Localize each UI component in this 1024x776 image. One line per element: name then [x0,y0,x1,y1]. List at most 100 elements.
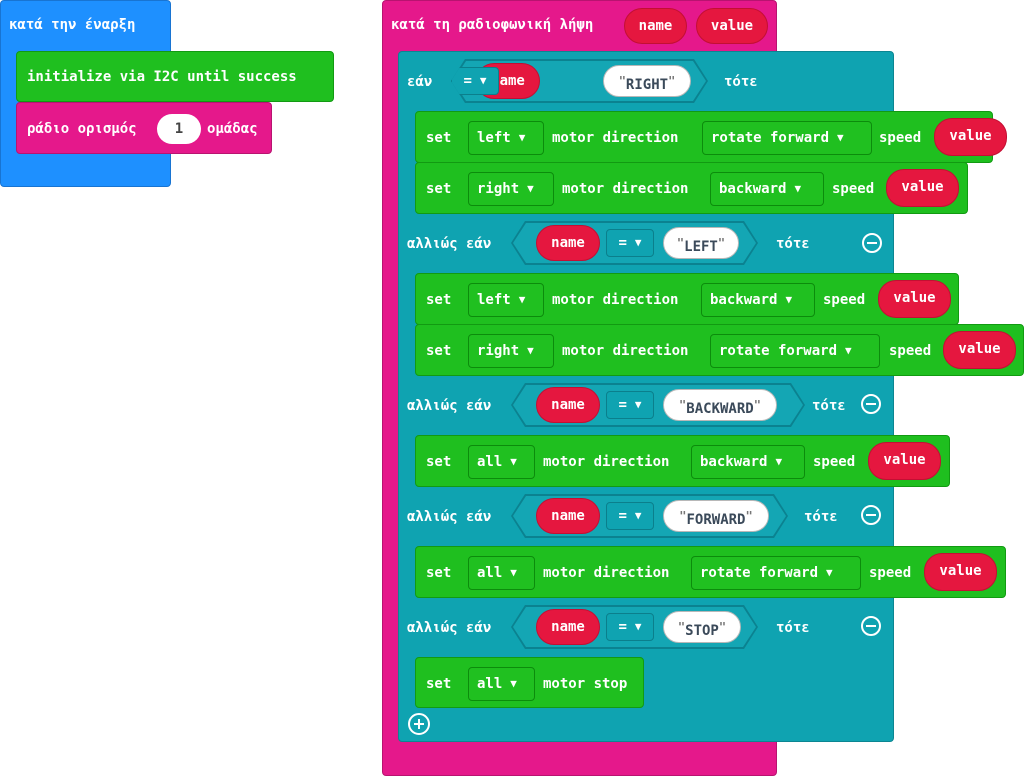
caret-down-icon: ▼ [510,455,517,468]
else-if-label: αλλιώς εάν [407,509,492,525]
motor-dropdown[interactable]: right ▼ [468,172,554,206]
set-label: set [426,292,452,308]
string-literal-backward[interactable]: "BACKWARD" [663,389,777,421]
motor-dropdown[interactable]: all▼ [468,556,535,590]
direction-dropdown[interactable]: backward▼ [691,445,805,479]
caret-down-icon: ▼ [634,236,642,249]
name-variable-pill[interactable]: name [536,225,600,261]
add-branch-icon[interactable] [408,713,430,735]
set-motor-block-1[interactable]: set left▼ motor direction rotate forward… [415,111,1007,163]
motor-direction-label: motor direction [543,454,670,470]
motor-dropdown[interactable]: all ▼ [468,667,535,701]
direction-dropdown[interactable]: rotate forward▼ [691,556,861,590]
equals-label: = [618,508,627,524]
value-variable-pill[interactable]: value [886,169,959,207]
remove-branch-icon[interactable] [861,394,881,414]
open-quote: " [677,620,686,634]
string-literal-right[interactable]: "RIGHT" [603,65,691,97]
equals-label: = [618,397,627,413]
condition-text: FORWARD [686,512,746,528]
caret-down-icon: ▼ [510,677,517,690]
caret-down-icon: ▼ [479,74,487,87]
value-variable-pill[interactable]: value [878,280,951,318]
set-motor-block-6[interactable]: set all▼ motor direction rotate forward▼… [415,546,1006,598]
set-motor-block-4[interactable]: set right▼ motor direction rotate forwar… [415,324,1024,376]
direction-dropdown[interactable]: rotate forward▼ [710,334,880,368]
caret-down-icon: ▼ [527,344,534,357]
set-label: set [426,181,452,197]
caret-down-icon: ▼ [634,620,642,633]
motor-dropdown[interactable]: all▼ [468,445,535,479]
motor-direction-label: motor direction [543,565,670,581]
equals-label: = [463,73,472,89]
value-variable-pill[interactable]: value [868,442,941,480]
motor-value: left [477,130,511,146]
compare-block-5[interactable]: name =▼ "STOP" [511,605,758,649]
string-literal-forward[interactable]: "FORWARD" [663,500,769,532]
name-variable-pill[interactable]: name [536,498,600,534]
open-quote: " [679,398,687,412]
value-variable-pill[interactable]: value [943,331,1016,369]
set-label: set [426,343,452,359]
remove-branch-icon[interactable] [861,616,881,636]
string-literal-left[interactable]: "LEFT" [663,227,739,259]
motor-dropdown[interactable]: left ▼ [468,121,544,155]
caret-down-icon: ▼ [794,182,802,195]
set-motor-block-3[interactable]: set left▼ motor direction backward▼ spee… [415,273,959,325]
equals-operator-dropdown[interactable]: =▼ [606,229,654,257]
motor-dropdown[interactable]: right▼ [468,334,554,368]
value-variable-pill[interactable]: value [934,118,1007,156]
then-label: τότε [724,74,758,90]
remove-branch-icon[interactable] [861,505,881,525]
string-literal-stop[interactable]: "STOP" [663,611,741,643]
equals-operator-dropdown[interactable]: =▼ [606,502,654,530]
compare-block-1[interactable]: name =▼ "RIGHT" [451,59,708,103]
direction-dropdown[interactable]: rotate forward▼ [702,121,872,155]
radio-group-number-input[interactable]: 1 [157,114,201,144]
value-variable-pill[interactable]: value [924,553,997,591]
motor-direction-label: motor direction [562,343,689,359]
direction-value: rotate forward [719,343,838,359]
motor-stop-block[interactable]: set all▼ motor stop [415,657,644,708]
direction-dropdown[interactable]: backward▼ [710,172,824,206]
remove-branch-icon[interactable] [862,233,882,253]
equals-operator-dropdown[interactable]: =▼ [606,391,654,419]
name-variable-pill[interactable]: name [536,387,600,423]
param-name-pill[interactable]: name [624,8,687,44]
set-motor-block-2[interactable]: set right▼ motor direction backward▼ spe… [415,162,968,214]
condition-text: STOP [685,623,719,639]
speed-label: speed [879,130,922,146]
caret-down-icon: ▼ [527,182,534,195]
motor-value: left [477,292,511,308]
open-quote: " [676,236,685,250]
motor-stop-label: motor stop [543,676,628,692]
equals-label: = [618,235,627,251]
caret-down-icon: ▼ [518,131,526,144]
radio-set-group-block[interactable]: ράδιο ορισμός 1 ομάδας [16,102,272,154]
set-label: set [426,454,452,470]
equals-operator-dropdown[interactable]: =▼ [451,67,499,95]
motor-value: right [477,181,520,197]
motor-value: all [477,676,503,692]
equals-operator-dropdown[interactable]: =▼ [606,613,654,641]
compare-block-4[interactable]: name =▼ "FORWARD" [511,494,788,538]
caret-down-icon: ▼ [510,566,517,579]
close-quote: " [745,509,753,523]
caret-down-icon: ▼ [634,509,642,522]
compare-block-3[interactable]: name =▼ "BACKWARD" [511,383,805,427]
direction-dropdown[interactable]: backward▼ [701,283,815,317]
initialize-i2c-block[interactable]: initialize via I2C until success [16,51,334,102]
speed-label: speed [889,343,932,359]
radio-set-group-suffix: ομάδας [207,121,258,137]
speed-label: speed [813,454,856,470]
param-value-pill[interactable]: value [696,8,768,44]
motor-dropdown[interactable]: left▼ [468,283,544,317]
close-quote: " [717,236,726,250]
compare-block-2[interactable]: name =▼ "LEFT" [511,221,758,265]
motor-direction-label: motor direction [552,130,679,146]
radio-set-group-prefix: ράδιο ορισμός [27,121,137,137]
set-motor-block-5[interactable]: set all▼ motor direction backward▼ speed… [415,435,950,487]
direction-value: rotate forward [711,130,830,146]
direction-value: backward [710,292,778,308]
name-variable-pill[interactable]: name [536,609,600,645]
